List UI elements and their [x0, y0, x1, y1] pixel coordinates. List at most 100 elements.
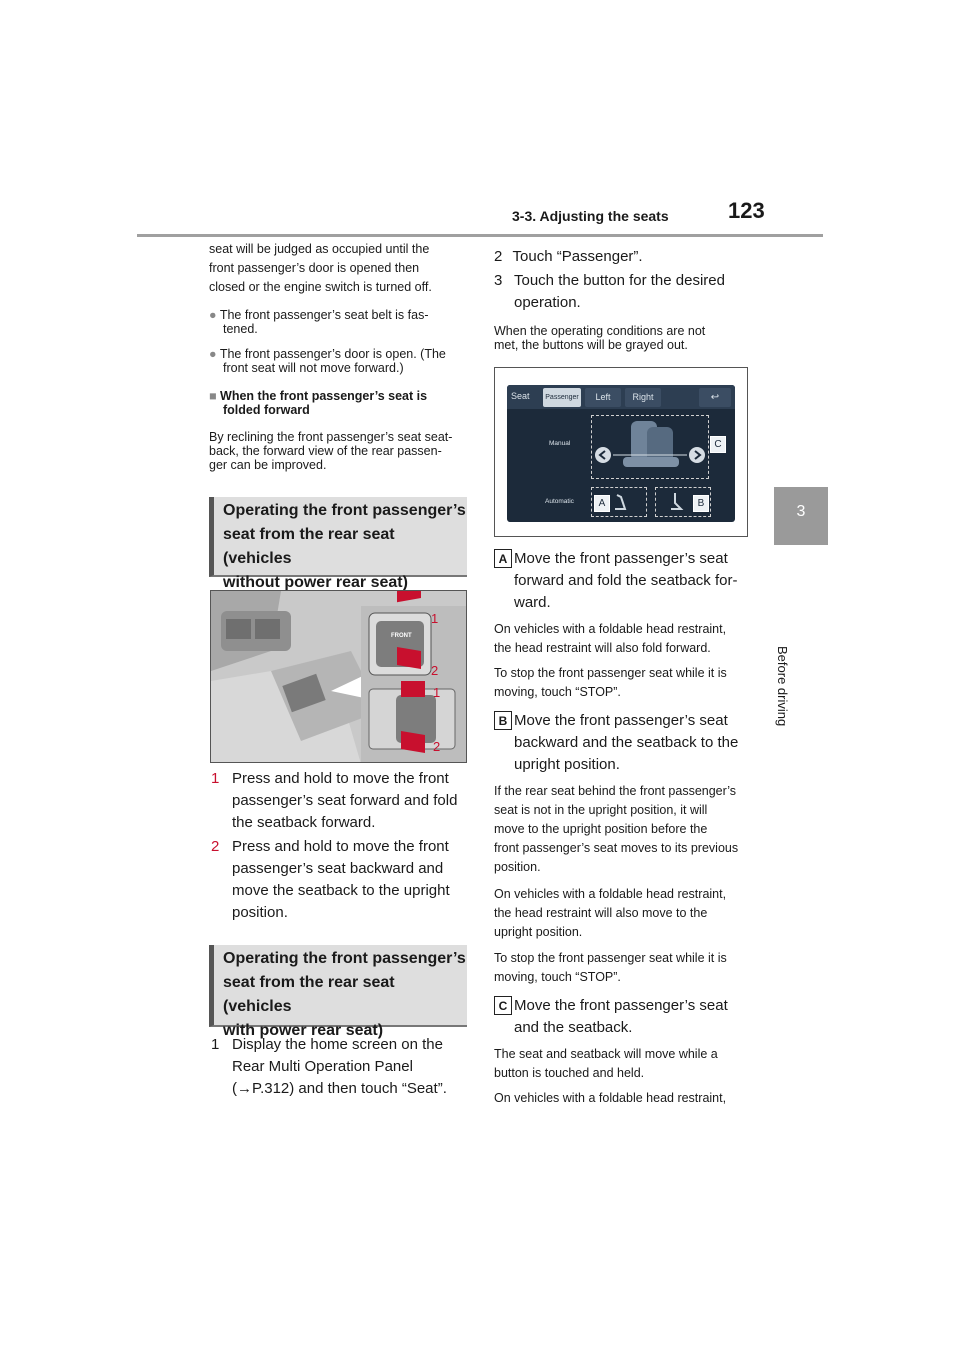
- text-line: The seat and seatback will move while a: [494, 1047, 718, 1061]
- text-line: back, the forward view of the rear passe…: [209, 444, 442, 458]
- text-line: without power rear seat): [223, 574, 408, 591]
- panel-screen: Seat Passenger Left Right ↩ Manual Autom…: [507, 385, 735, 522]
- label-c-badge: C: [494, 996, 512, 1015]
- text-line: Touch “Passenger”.: [512, 248, 643, 265]
- text-line: seat is not in the upright position, it …: [494, 803, 708, 817]
- label-a: A: [594, 495, 610, 512]
- text-line: front seat will not move forward.): [223, 361, 404, 375]
- item-c-title: Move the front passenger’s seat and the …: [514, 995, 764, 1039]
- text-line: Operating the front passenger’s: [223, 950, 466, 967]
- step-item: 2 Press and hold to move the front passe…: [211, 836, 471, 924]
- note: On vehicles with a foldable head restrai…: [494, 1089, 759, 1108]
- item-a-title: Move the front passenger’s seat forward …: [514, 548, 764, 614]
- step-item: 1 Display the home screen on the Rear Mu…: [211, 1034, 471, 1100]
- text-line: upright position.: [494, 925, 583, 939]
- text-line: the head restraint will also fold forwar…: [494, 641, 711, 655]
- text-line: met, the buttons will be grayed out.: [494, 338, 688, 352]
- text-line: When the front passenger’s seat is: [220, 389, 428, 403]
- text-line: ward.: [514, 594, 551, 611]
- text-line: the head restraint will also move to the: [494, 906, 708, 920]
- text-line: Touch the button for the desired: [514, 272, 725, 289]
- text-line: forward and fold the seatback for-: [514, 572, 738, 589]
- button-b-frame[interactable]: [655, 487, 711, 517]
- label-b-badge: B: [494, 711, 512, 730]
- text-line: closed or the engine switch is turned of…: [209, 280, 432, 294]
- text-line: If the rear seat behind the front passen…: [494, 784, 737, 798]
- rear-seat-illustration: [211, 591, 466, 762]
- text-line: On vehicles with a foldable head restrai…: [494, 887, 727, 901]
- seat-controls-icon: [595, 421, 705, 467]
- label-b: B: [693, 495, 709, 512]
- text-line: By reclining the front passenger’s seat …: [209, 430, 453, 444]
- manual-label: Manual: [549, 440, 571, 447]
- text-line: button is touched and held.: [494, 1066, 645, 1080]
- text-line: Move the front passenger’s seat: [514, 997, 728, 1014]
- bullet-icon: ●: [209, 347, 217, 361]
- text-line: (→P.312) and then touch “Seat”.: [232, 1080, 447, 1097]
- front-button-label: FRONT: [391, 633, 412, 639]
- label-c: C: [710, 436, 726, 453]
- step-item: 2 Touch “Passenger”.: [494, 246, 754, 268]
- text-line: Move the front passenger’s seat: [514, 550, 728, 567]
- bullet-icon: ●: [209, 308, 217, 322]
- callout-1: 1: [431, 611, 439, 626]
- bullet-item: ● The front passenger’s door is open. (T…: [209, 347, 474, 375]
- chapter-label: Before driving: [775, 646, 790, 727]
- step-number: 3: [494, 272, 503, 289]
- item-b-title: Move the front passenger’s seat backward…: [514, 710, 764, 776]
- chapter-tab: 3: [774, 487, 828, 545]
- text-line: position.: [494, 860, 541, 874]
- screen-figure: Seat Passenger Left Right ↩ Manual Autom…: [494, 367, 748, 537]
- subheading: ■ When the front passenger’s seat is fol…: [209, 389, 474, 417]
- text-line: On vehicles with a foldable head restrai…: [494, 1091, 727, 1105]
- text-line: Press and hold to move the front: [232, 838, 449, 855]
- seat-upright-icon: [671, 493, 684, 510]
- intro-paragraph: seat will be judged as occupied until th…: [209, 240, 469, 297]
- text-line: front passenger’s seat moves to its prev…: [494, 841, 739, 855]
- text-line: seat will be judged as occupied until th…: [209, 242, 430, 256]
- text-line: upright position.: [514, 756, 620, 773]
- section-heading: Operating the front passenger’s seat fro…: [209, 497, 467, 591]
- text-line: Operating the front passenger’s: [223, 502, 466, 519]
- callout-1: 1: [433, 685, 441, 700]
- step-number: 2: [494, 248, 503, 265]
- manual-controls-frame: [591, 415, 709, 479]
- text-line: operation.: [514, 294, 581, 311]
- text-line: passenger’s seat backward and: [232, 860, 444, 877]
- chapter-number: 3: [796, 503, 806, 520]
- step-item: 1 Press and hold to move the front passe…: [211, 768, 471, 834]
- text-line: move the seatback to the upright: [232, 882, 450, 899]
- tab-left[interactable]: Left: [585, 388, 621, 407]
- tab-seat[interactable]: Seat: [511, 391, 530, 401]
- text-line: Rear Multi Operation Panel: [232, 1058, 413, 1075]
- paragraph: By reclining the front passenger’s seat …: [209, 430, 474, 472]
- bullet-item: ● The front passenger’s seat belt is fas…: [209, 308, 474, 336]
- text-line: passenger’s seat forward and fold: [232, 792, 458, 809]
- text-line: Move the front passenger’s seat: [514, 712, 728, 729]
- step-number: 2: [211, 838, 220, 855]
- callout-2: 2: [433, 739, 441, 754]
- text-line: When the operating conditions are not: [494, 324, 706, 338]
- text-line: position.: [232, 904, 288, 921]
- back-button[interactable]: ↩: [699, 388, 731, 407]
- header-rule: [137, 234, 823, 237]
- text-line: moving, touch “STOP”.: [494, 685, 621, 699]
- text-line: the seatback forward.: [232, 814, 376, 831]
- button-a-frame[interactable]: [591, 487, 647, 517]
- tab-right[interactable]: Right: [625, 388, 661, 407]
- tab-passenger[interactable]: Passenger: [543, 388, 581, 407]
- square-bullet-icon: ■: [209, 389, 217, 403]
- text-line: move to the upright position before the: [494, 822, 708, 836]
- step-item: 3 Touch the button for the desired opera…: [494, 270, 754, 314]
- page-number: 123: [728, 198, 765, 223]
- automatic-label: Automatic: [545, 498, 574, 505]
- label-a-badge: A: [494, 549, 512, 568]
- note: If the rear seat behind the front passen…: [494, 782, 764, 877]
- text-line: Press and hold to move the front: [232, 770, 449, 787]
- section-heading: Operating the front passenger’s seat fro…: [209, 945, 467, 1039]
- text-line: moving, touch “STOP”.: [494, 970, 621, 984]
- rear-seat-figure: FRONT 1 2 1 2: [210, 590, 467, 763]
- text-line: backward and the seatback to the: [514, 734, 739, 751]
- note: On vehicles with a foldable head restrai…: [494, 885, 759, 942]
- note: On vehicles with a foldable head restrai…: [494, 620, 759, 658]
